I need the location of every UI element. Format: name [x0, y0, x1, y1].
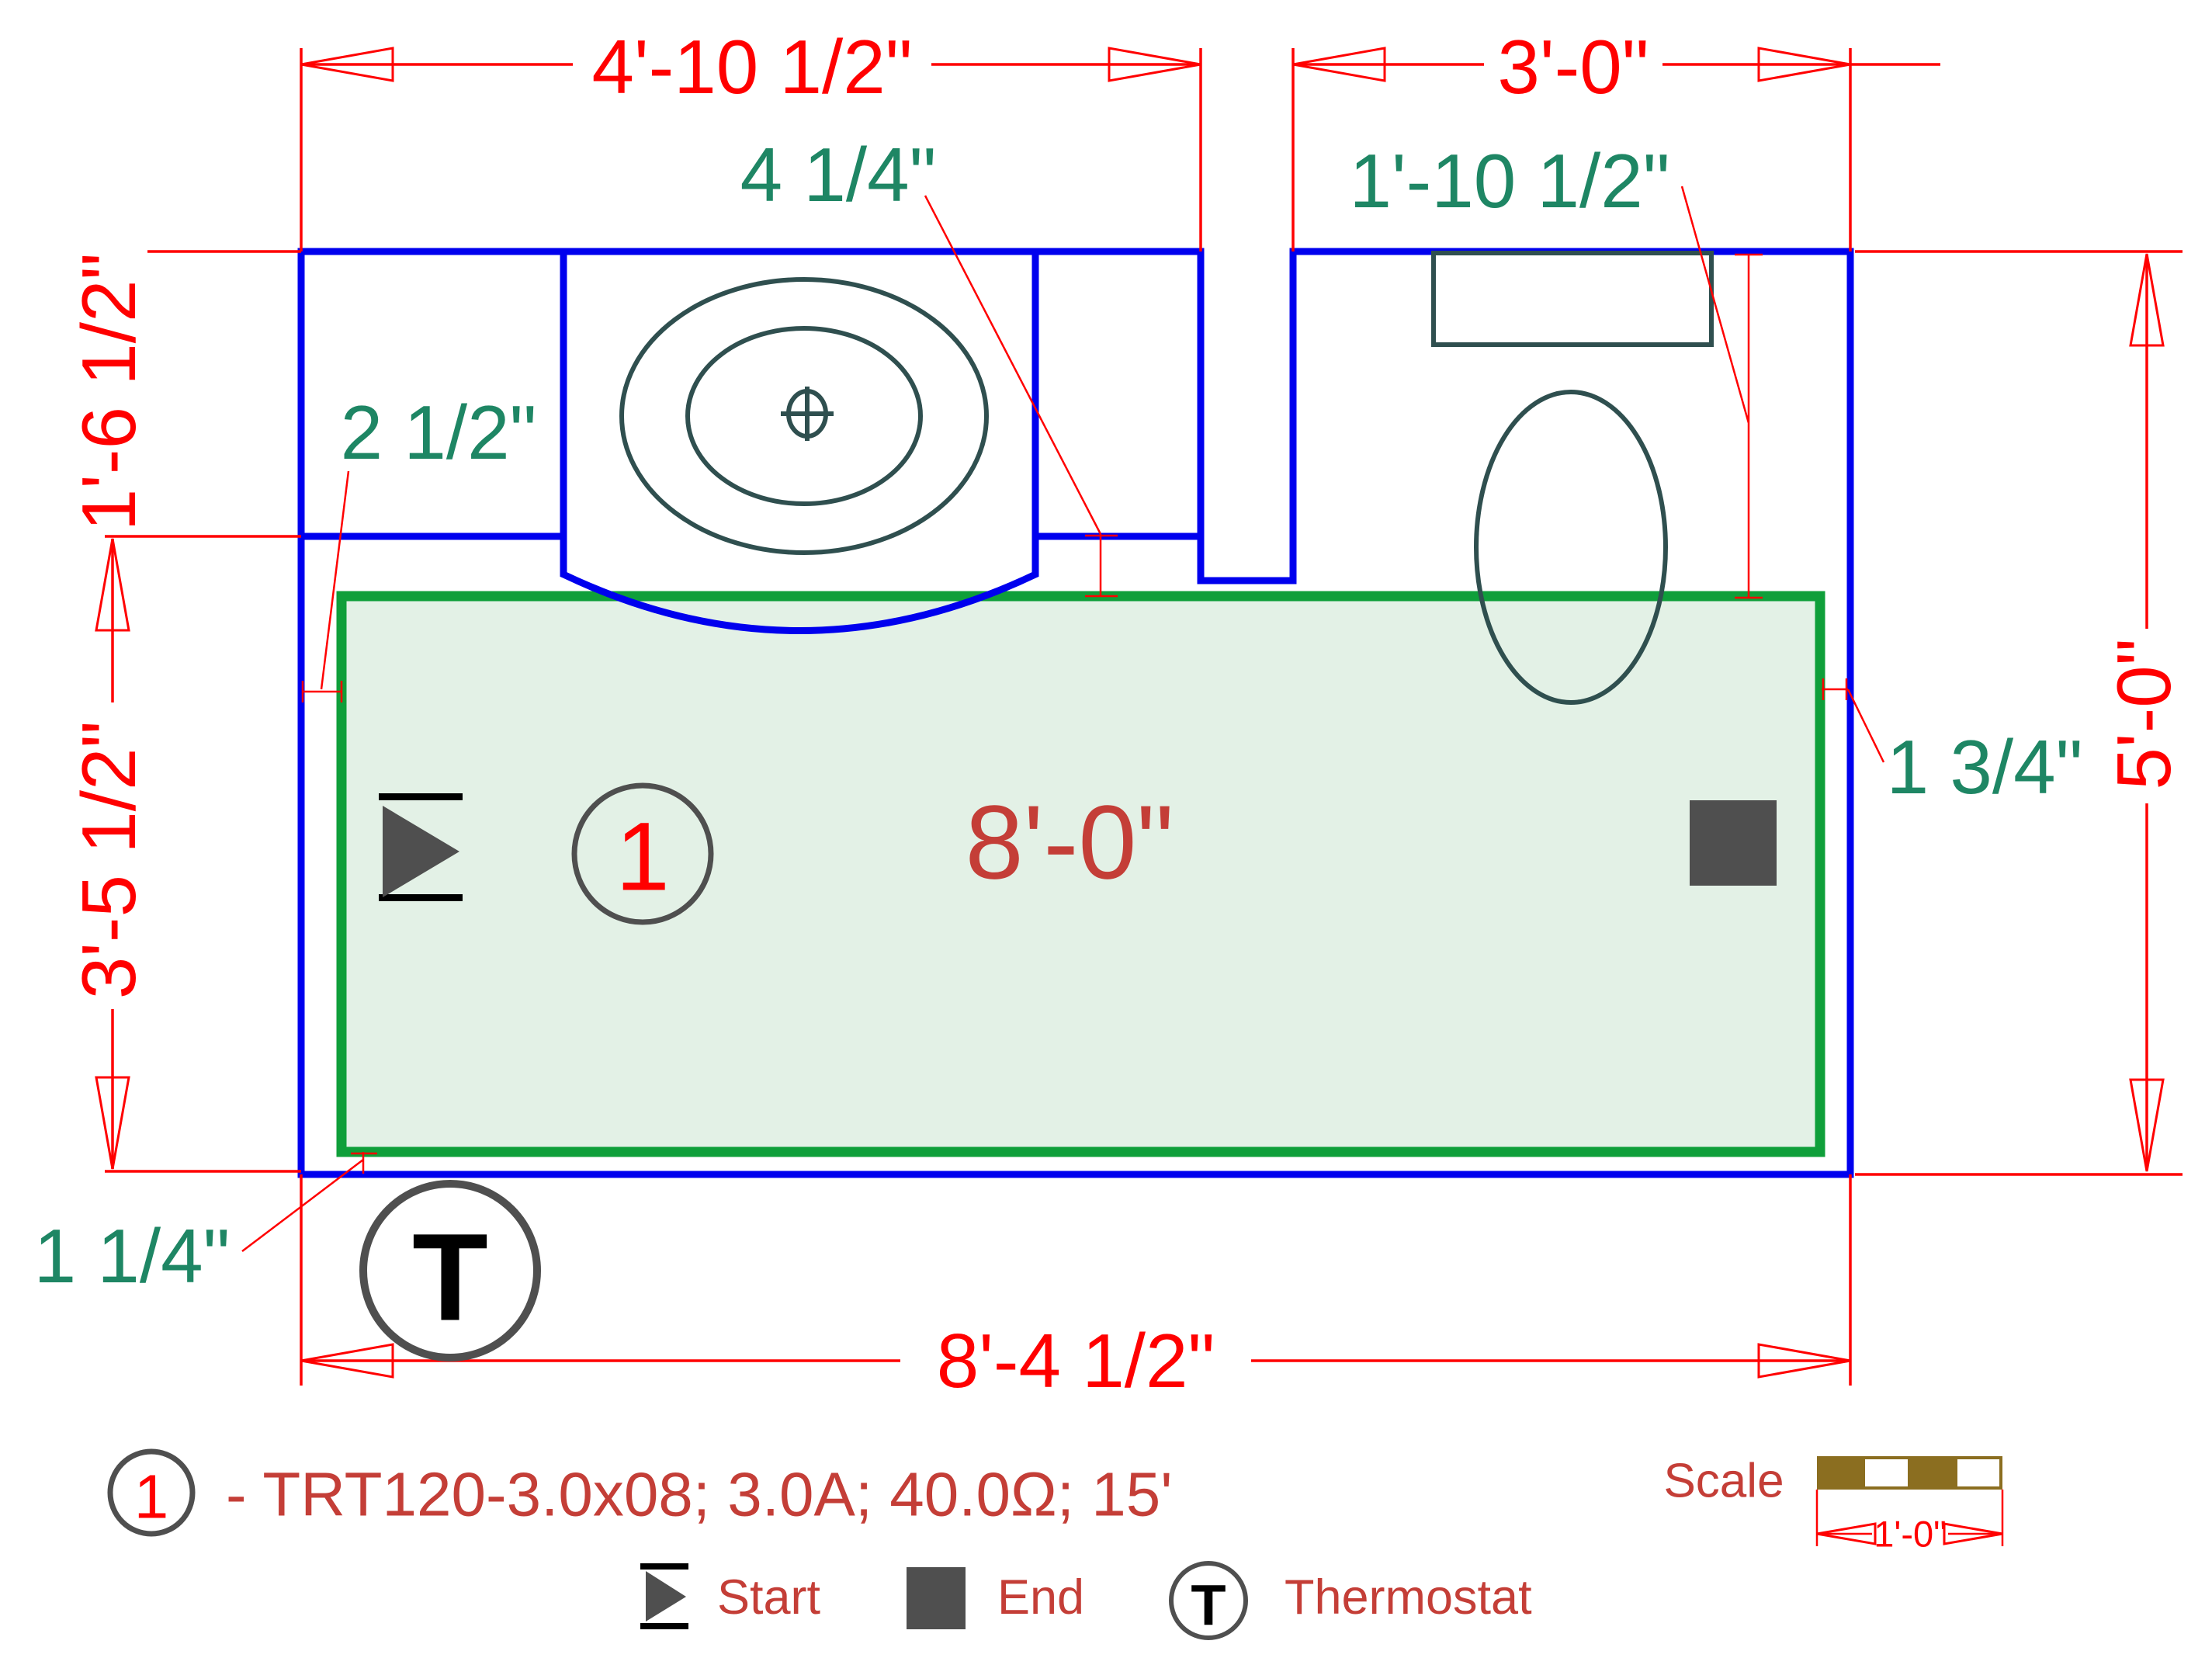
vanity-counter-outline: [560, 248, 1039, 634]
sink-outer-bowl: [619, 277, 989, 555]
scale-bar-segment: [1909, 1456, 1956, 1490]
dim-text-bottom: 8'-4 1/2": [937, 1318, 1215, 1403]
start-marker-icon: [383, 806, 459, 897]
leader-bottom-gap: [241, 1152, 377, 1252]
left-extension-lines: [105, 250, 301, 1173]
dim-text-left-lower: 3'-5 1/2": [66, 721, 151, 1000]
arrowhead-icon: [1943, 1522, 2003, 1545]
scale-bar-segment: [1954, 1456, 2002, 1490]
dim-text-top-left: 4'-10 1/2": [591, 24, 912, 109]
legend-end-icon: [907, 1567, 966, 1629]
thermostat-circle: [359, 1180, 541, 1361]
arrowhead-icon: [2129, 253, 2165, 347]
legend-start-icon: [646, 1571, 686, 1622]
marker-texts: 1 T: [412, 803, 670, 1347]
sink-inner-bowl: [685, 326, 923, 506]
leader-counter-to-mat: [924, 195, 1118, 598]
annotation-texts: 4 1/4" 1'-10 1/2" 2 1/2" 1 3/4" 1 1/4": [34, 132, 2083, 1299]
legend-end-label: End: [997, 1570, 1084, 1625]
legend-start-top-bar: [640, 1563, 688, 1570]
note-right-gap: 1 3/4": [1887, 724, 2083, 810]
arrowhead-icon: [300, 1343, 394, 1379]
arrowhead-icon: [1757, 1343, 1851, 1379]
dim-text-top-right: 3'-0": [1497, 24, 1649, 109]
leader-right-gap: [1822, 678, 1885, 763]
scale-indicator: [1815, 1456, 2004, 1546]
arrowhead-icon: [1816, 1522, 1877, 1545]
scale-texts: Scale 1'-0": [1663, 1455, 1946, 1555]
room-walls: [297, 248, 1854, 1178]
end-marker-icon: [1690, 800, 1777, 886]
arrowhead-icon: [95, 538, 130, 632]
arrowhead-icon: [300, 47, 394, 82]
legend-start-bottom-bar: [640, 1623, 688, 1629]
scale-bar-segment: [1862, 1456, 1911, 1490]
legend-thermostat-label: Thermostat: [1285, 1570, 1532, 1625]
thermostat-symbol-text: T: [412, 1208, 488, 1347]
arrowhead-icon: [1757, 47, 1851, 82]
legend-description-text: - TRT120-3.0x08; 3.0A; 40.0Ω; 15': [226, 1460, 1173, 1529]
scale-label: Scale: [1663, 1455, 1784, 1508]
toilet-tank: [1431, 251, 1714, 347]
wall-outline: [297, 248, 1854, 1178]
note-bottom-gap: 1 1/4": [34, 1213, 231, 1299]
dim-text-right: 5'-0": [2101, 638, 2186, 789]
legend-texts: 1 - TRT120-3.0x08; 3.0A; 40.0Ω; 15' Star…: [134, 1460, 1532, 1638]
mat-markers: [359, 782, 1777, 1361]
legend-number-circle: [107, 1448, 196, 1537]
start-marker-bottom-bar: [379, 894, 463, 901]
start-marker-top-bar: [379, 793, 463, 800]
leader-lines: [241, 186, 1885, 1252]
sink-drain-cross-icon: [781, 387, 834, 441]
heating-mat-area: [336, 591, 1825, 1157]
dim-text-left-upper: 1'-6 1/2": [66, 253, 151, 532]
scale-length-text: 1'-0": [1874, 1514, 1947, 1555]
wall-chase-notch: [1197, 248, 1297, 584]
arrowhead-icon: [2129, 1078, 2165, 1172]
top-extension-lines: [300, 48, 1852, 251]
leader-left-gap: [301, 470, 350, 702]
legend-number-text: 1: [134, 1462, 169, 1531]
mat-number-text: 1: [615, 803, 670, 911]
mat-number-circle: [571, 782, 714, 925]
dimension-texts: 4'-10 1/2" 3'-0" 8'-4 1/2" 5'-0" 1'-6 1/…: [66, 24, 2186, 1403]
scale-dim-lines: [1815, 1490, 2004, 1546]
note-wall-to-mat-top: 1'-10 1/2": [1349, 138, 1669, 224]
note-left-gap: 2 1/2": [341, 390, 537, 475]
bottom-extension-lines: [300, 1174, 1852, 1386]
fixtures: [619, 251, 1714, 705]
toilet-bowl: [1474, 390, 1668, 705]
arrowhead-icon: [1108, 47, 1201, 82]
mat-length-text: 8'-0": [966, 784, 1174, 901]
arrowhead-icon: [1292, 47, 1386, 82]
red-dimensions: [95, 47, 2183, 1386]
legend-start-label: Start: [717, 1570, 821, 1625]
scale-bar-segment: [1817, 1456, 1864, 1490]
right-extension-lines: [1855, 250, 2183, 1176]
leader-wall-to-mat-top: [1680, 186, 1763, 599]
legend-thermostat-circle: [1169, 1561, 1248, 1640]
arrowhead-icon: [95, 1076, 130, 1170]
legend-icons: [107, 1448, 1248, 1640]
legend-thermostat-symbol: T: [1191, 1573, 1226, 1638]
note-counter-to-mat: 4 1/4": [740, 132, 937, 217]
